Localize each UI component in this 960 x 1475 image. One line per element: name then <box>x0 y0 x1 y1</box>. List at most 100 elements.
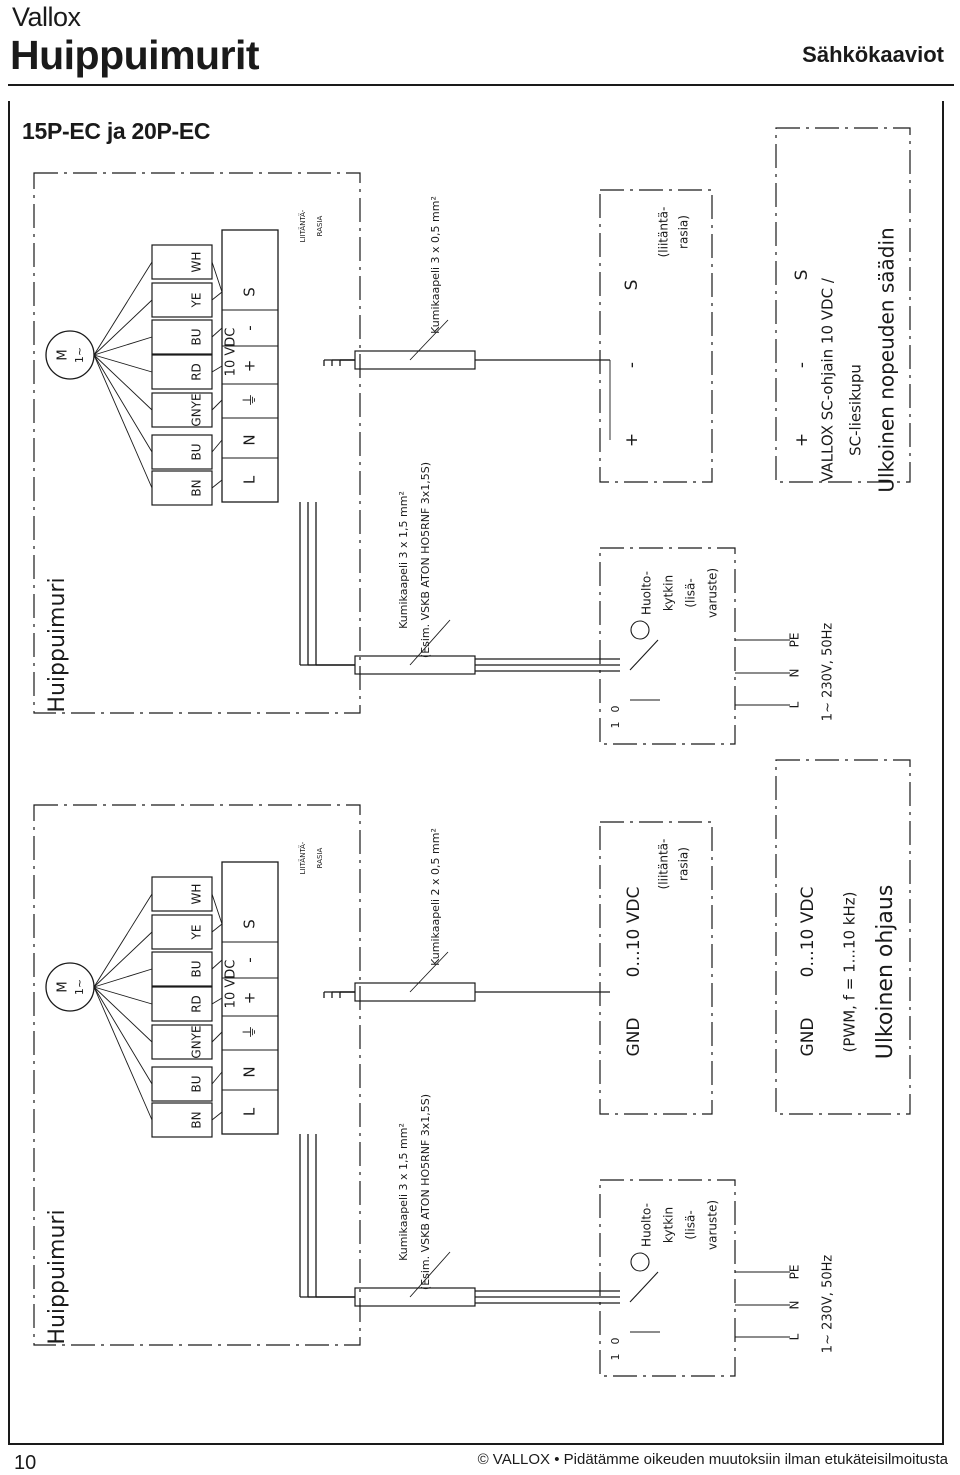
controller-label-1: (PWM, f = 1...10 kHz) <box>841 892 859 1053</box>
external-controller-box <box>775 759 911 1115</box>
motor-phase-label: 1~ <box>73 979 86 995</box>
motor-lead <box>93 354 153 411</box>
document-type: Sähkökaaviot <box>802 42 944 67</box>
wire-color-gnye: GNYE <box>190 393 204 426</box>
motor-lead <box>93 986 153 1121</box>
signal-cable-sleeve <box>354 350 476 370</box>
controller-label-3: Ulkoinen nopeuden säädin <box>875 227 899 492</box>
terminal-2: ⏚ <box>241 392 259 407</box>
wire-to-terminal <box>211 959 223 970</box>
switch-lever <box>629 639 659 671</box>
wire-to-terminal <box>211 479 223 489</box>
motor-label: M <box>56 981 71 992</box>
wire-color-rd: RD <box>190 995 204 1013</box>
service-switch-label-2: (lisä- <box>684 578 698 607</box>
page-number: 10 <box>14 1452 37 1474</box>
motor-lead <box>93 986 153 1043</box>
service-switch-label-0: Huolto- <box>640 1203 654 1247</box>
motor-lead <box>93 354 153 373</box>
terminal-0: L <box>241 475 259 484</box>
control-terminal-1: - <box>622 362 642 368</box>
junction-box-label-1: LIITÄNTÄ- <box>298 841 307 874</box>
service-switch-label-1: kytkin <box>662 575 676 611</box>
terminal-4: - <box>241 957 259 962</box>
terminal-3: + <box>241 992 259 1005</box>
wire-to-terminal <box>211 365 223 373</box>
wire-color-bn: BN <box>190 479 204 496</box>
terminal-1: N <box>241 1066 259 1077</box>
wire-color-wh: WH <box>190 884 204 905</box>
wire-to-terminal <box>211 261 223 293</box>
control-terminal-2: S <box>622 280 642 291</box>
external-controller-box <box>775 127 911 483</box>
wire-to-terminal <box>211 893 223 925</box>
control-terminal-0: + <box>622 433 642 447</box>
control-terminal-signal: 0...10 VDC <box>624 887 644 978</box>
section-title: 15P-EC ja 20P-EC <box>22 118 211 144</box>
page-title: Huippuimurit <box>10 32 260 78</box>
motor-phase-label: 1~ <box>73 347 86 363</box>
supply-terminal-pe: PE <box>788 1265 802 1280</box>
wire-to-terminal <box>211 399 223 411</box>
motor-lead <box>93 354 153 453</box>
ground-icon <box>630 1252 650 1272</box>
controller-terminal-2: S <box>792 270 812 281</box>
motor-lead <box>93 261 153 356</box>
wire-color-bn: BN <box>190 1111 204 1128</box>
controller-terminal-signal: 0...10 VDC <box>798 887 818 978</box>
motor-lead <box>93 986 153 1085</box>
fan-box-label: Huippuimuri <box>45 577 70 712</box>
service-switch-label-3: varuste) <box>706 1200 720 1250</box>
motor-lead <box>93 931 153 988</box>
switch-position-1: 1 <box>609 1354 622 1361</box>
power-cable-label-2: (Esim. VSKB ATON HO5RNF 3x1,5S) <box>419 1094 432 1290</box>
control-box-label-1: (liitäntä- <box>657 207 671 258</box>
wire-to-terminal <box>211 1111 223 1121</box>
control-box-label-2: rasia) <box>677 847 691 881</box>
brand-name: Vallox <box>12 2 81 32</box>
fan-box <box>33 804 361 1346</box>
terminal-voltage-label: 10 VDC <box>224 960 239 1009</box>
terminal-5: S <box>241 919 259 929</box>
wire-color-bu: BU <box>190 328 204 345</box>
switch-lever <box>629 1271 659 1303</box>
power-cable-label-2: (Esim. VSKB ATON HO5RNF 3x1,5S) <box>419 462 432 658</box>
motor-label: M <box>56 349 71 360</box>
terminal-voltage-label: 10 VDC <box>224 328 239 377</box>
wire-to-terminal <box>211 1031 223 1043</box>
wire-to-terminal <box>211 439 223 453</box>
signal-cable-leader <box>409 319 449 361</box>
terminal-2: ⏚ <box>241 1024 259 1039</box>
wire-to-terminal <box>211 1071 223 1085</box>
supply-voltage-label: 1~ 230V, 50Hz <box>821 1255 836 1354</box>
junction-box-label-2: RASIA <box>316 847 324 868</box>
controller-label-2: Ulkoinen ohjaus <box>873 885 898 1060</box>
service-switch-label-0: Huolto- <box>640 571 654 615</box>
controller-terminal-1: - <box>792 362 812 368</box>
ground-icon <box>630 620 650 640</box>
controller-terminal-gnd: GND <box>798 1018 818 1057</box>
terminal-1: N <box>241 434 259 445</box>
wire-color-bu: BU <box>190 443 204 460</box>
fan-box-label: Huippuimuri <box>45 1209 70 1344</box>
motor-lead <box>93 336 153 356</box>
wire-color-wh: WH <box>190 252 204 273</box>
control-terminal-gnd: GND <box>624 1018 644 1057</box>
wire-color-rd: RD <box>190 363 204 381</box>
switch-position-1: 1 <box>609 722 622 729</box>
service-switch-label-2: (lisä- <box>684 1210 698 1239</box>
controller-label-1: VALLOX SC-ohjain 10 VDC / <box>819 277 837 482</box>
power-cable-leader <box>409 619 451 666</box>
controller-terminal-0: + <box>792 433 812 447</box>
power-cable-leader <box>409 1251 451 1298</box>
service-switch-box <box>599 547 736 745</box>
supply-terminal-n: N <box>788 1301 802 1310</box>
wire-color-ye: YE <box>190 293 204 309</box>
power-cable-label-1: Kumikaapeli 3 x 1,5 mm² <box>397 1123 410 1261</box>
signal-cable-sleeve <box>354 982 476 1002</box>
control-junction-box <box>599 821 713 1115</box>
footer-copyright: © VALLOX • Pidätämme oikeuden muutoksiin… <box>477 1451 948 1468</box>
